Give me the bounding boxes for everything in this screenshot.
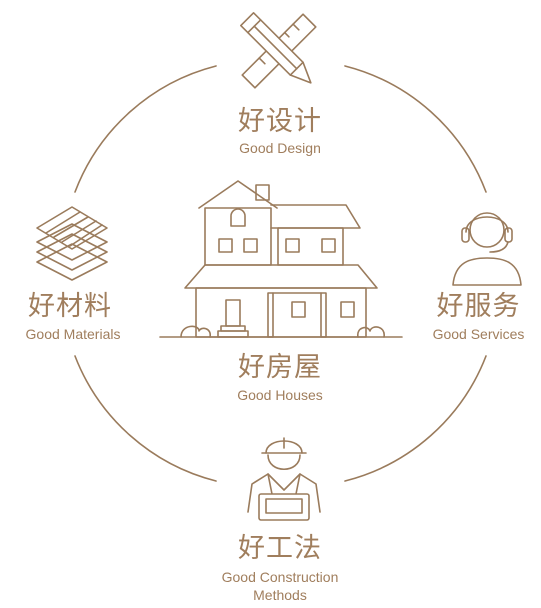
construction-worker-icon: [247, 437, 321, 521]
methods-subtitle-line2: Methods: [253, 587, 307, 603]
design-subtitle: Good Design: [239, 140, 321, 156]
methods-title: 好工法: [238, 533, 322, 564]
methods-subtitle-line1: Good Construction: [221, 569, 339, 585]
houses-subtitle: Good Houses: [237, 387, 323, 403]
headset-agent-icon: [452, 212, 522, 286]
materials-title: 好材料: [28, 291, 112, 322]
cycle-arcs: [74, 65, 487, 482]
design-title: 好设计: [238, 106, 322, 137]
services-title: 好服务: [436, 291, 521, 322]
services-subtitle: Good Services: [432, 326, 525, 342]
house-icon: [159, 180, 403, 338]
ruler-pencil-icon: [240, 12, 317, 89]
houses-title: 好房屋: [238, 352, 322, 383]
materials-subtitle: Good Materials: [25, 326, 121, 342]
layered-material-icon: [36, 206, 108, 281]
